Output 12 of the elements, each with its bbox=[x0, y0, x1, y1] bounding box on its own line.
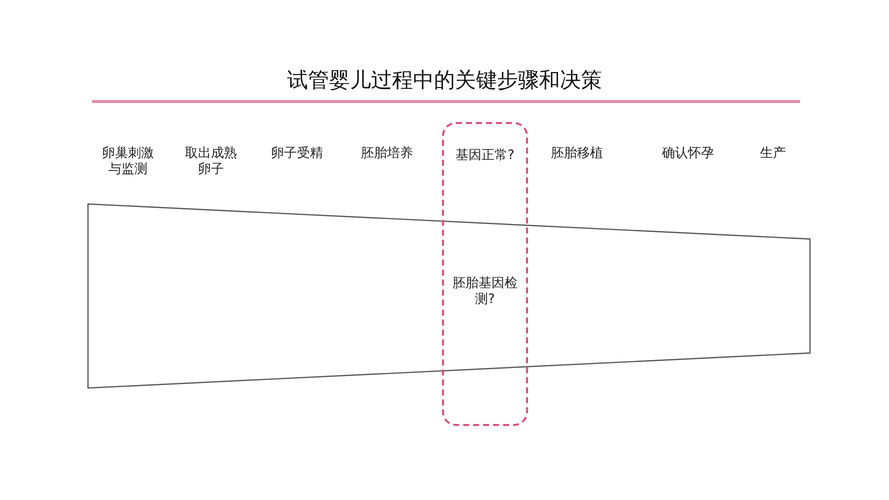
step-label: 取出成熟卵子 bbox=[184, 146, 238, 178]
step-label: 胚胎培养 bbox=[360, 146, 414, 162]
step-label: 卵子受精 bbox=[270, 146, 324, 162]
funnel-shape bbox=[86, 202, 812, 390]
title: 试管婴儿过程中的关键步骤和决策 bbox=[286, 67, 603, 94]
step-label: 胚胎移植 bbox=[550, 146, 604, 162]
node-text: 胚胎基因检测? bbox=[452, 276, 518, 308]
step-label: 基因正常? bbox=[454, 148, 516, 164]
step-label: 生产 bbox=[759, 146, 787, 162]
step-label: 卵巢刺激与监测 bbox=[101, 146, 155, 178]
step-label: 确认怀孕 bbox=[661, 146, 715, 162]
dashed-highlight-box bbox=[442, 122, 528, 426]
